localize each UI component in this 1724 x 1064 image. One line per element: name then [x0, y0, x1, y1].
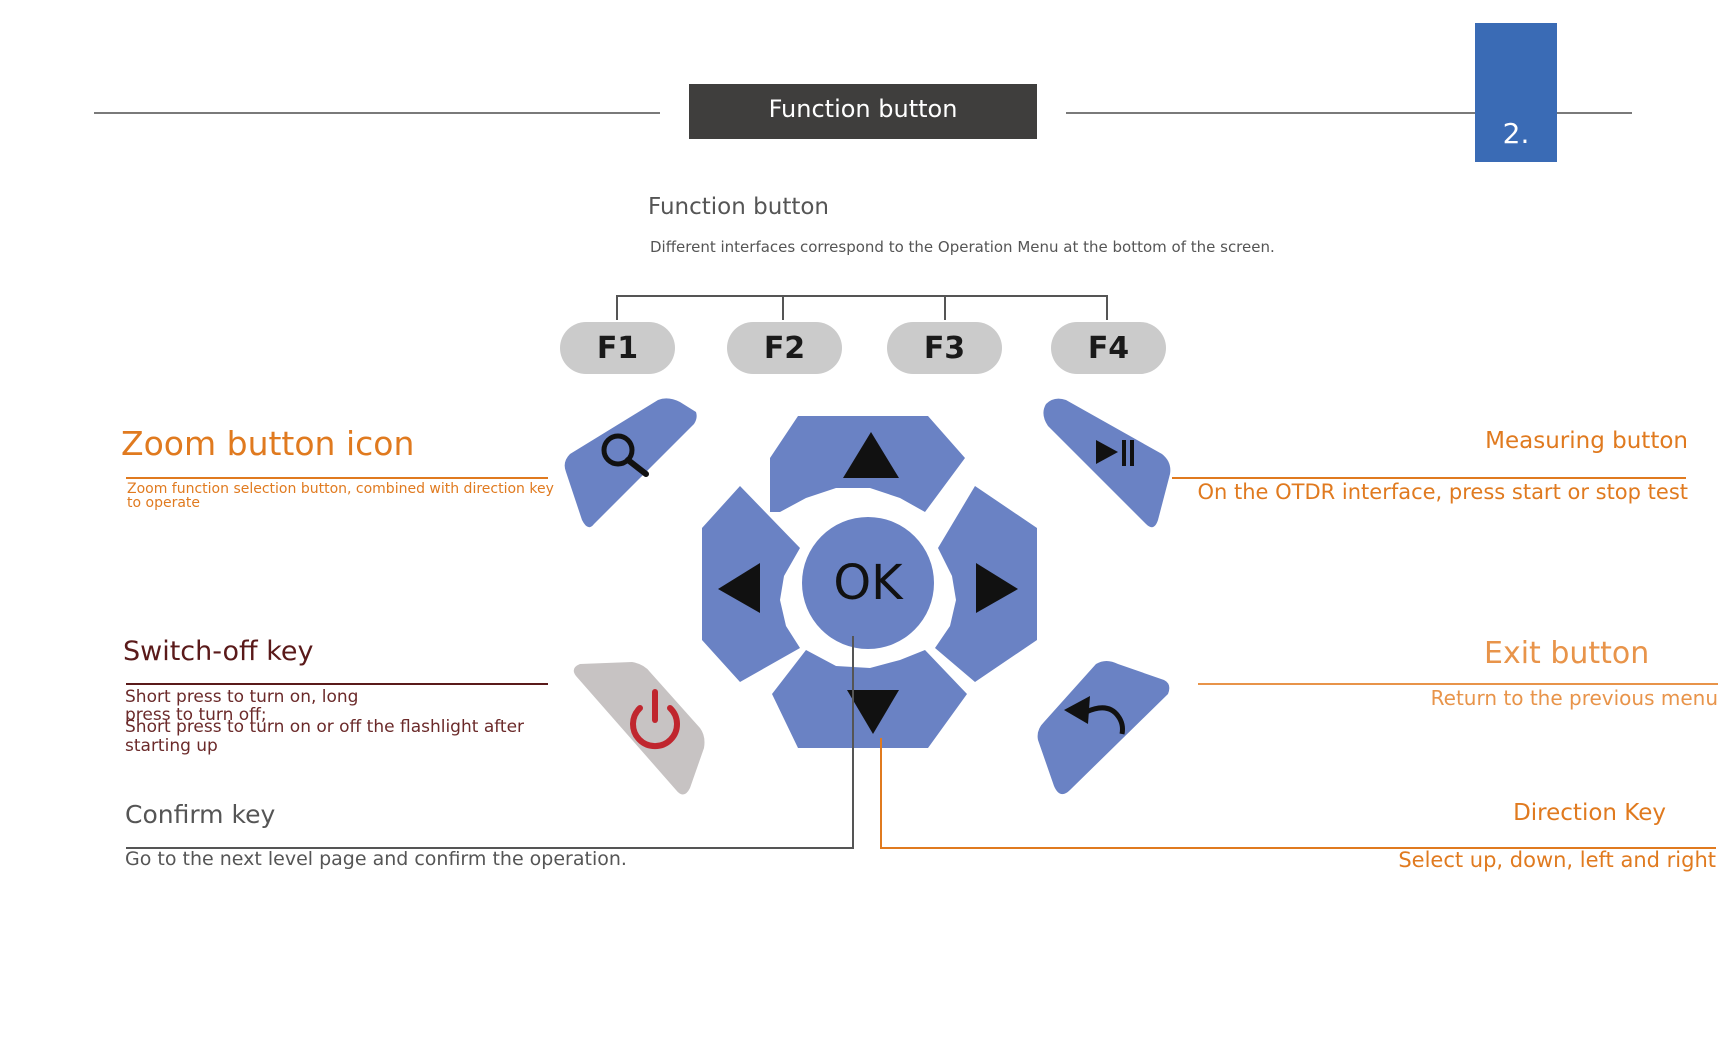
- f2-key[interactable]: F2: [727, 322, 842, 374]
- page-number-tab: 2.: [1475, 23, 1557, 162]
- right-arrow-icon: [976, 563, 1018, 613]
- function-section-description: Different interfaces correspond to the O…: [650, 238, 1275, 256]
- exit-key: [1037, 661, 1170, 795]
- header-rule-right: [1066, 112, 1632, 114]
- exit-title: Exit button: [1484, 636, 1650, 671]
- left-arrow-icon: [718, 563, 760, 613]
- direction-description: Select up, down, left and right: [1398, 848, 1716, 872]
- play-pause-icon: [1096, 440, 1118, 464]
- up-arrow-icon: [843, 432, 899, 478]
- down-arrow-icon: [847, 690, 899, 734]
- f1-key[interactable]: F1: [560, 322, 675, 374]
- header-title: Function button: [689, 84, 1037, 139]
- f3-key[interactable]: F3: [887, 322, 1002, 374]
- function-key-bracket: [616, 295, 1108, 320]
- f4-key[interactable]: F4: [1051, 322, 1166, 374]
- function-section-title: Function button: [648, 194, 830, 220]
- return-icon: [1084, 705, 1125, 735]
- power-icon: [630, 705, 680, 750]
- zoom-title: Zoom button icon: [121, 424, 415, 463]
- header-rule-left: [94, 112, 660, 114]
- direction-connector: [880, 738, 1716, 849]
- confirm-title: Confirm key: [125, 800, 276, 829]
- switch-off-description-2: Short press to turn on or off the flashl…: [125, 717, 525, 756]
- ok-key: [802, 517, 934, 649]
- direction-title: Direction Key: [1513, 800, 1666, 826]
- measuring-key: [1043, 398, 1171, 528]
- zoom-description: Zoom function selection button, combined…: [127, 481, 554, 511]
- confirm-description: Go to the next level page and confirm th…: [125, 848, 627, 870]
- switch-off-description-1: Short press to turn on, long press to tu…: [125, 687, 359, 725]
- magnifier-icon: [601, 433, 635, 467]
- zoom-key: [564, 398, 697, 528]
- measuring-title: Measuring button: [1485, 428, 1688, 454]
- page-number: 2.: [1502, 117, 1530, 150]
- measuring-description: On the OTDR interface, press start or st…: [1197, 480, 1688, 504]
- ok-key-label[interactable]: OK: [833, 555, 903, 611]
- confirm-connector: [126, 636, 854, 849]
- exit-description: Return to the previous menu: [1430, 686, 1718, 710]
- switch-off-title: Switch-off key: [123, 636, 314, 667]
- power-key: [573, 662, 705, 795]
